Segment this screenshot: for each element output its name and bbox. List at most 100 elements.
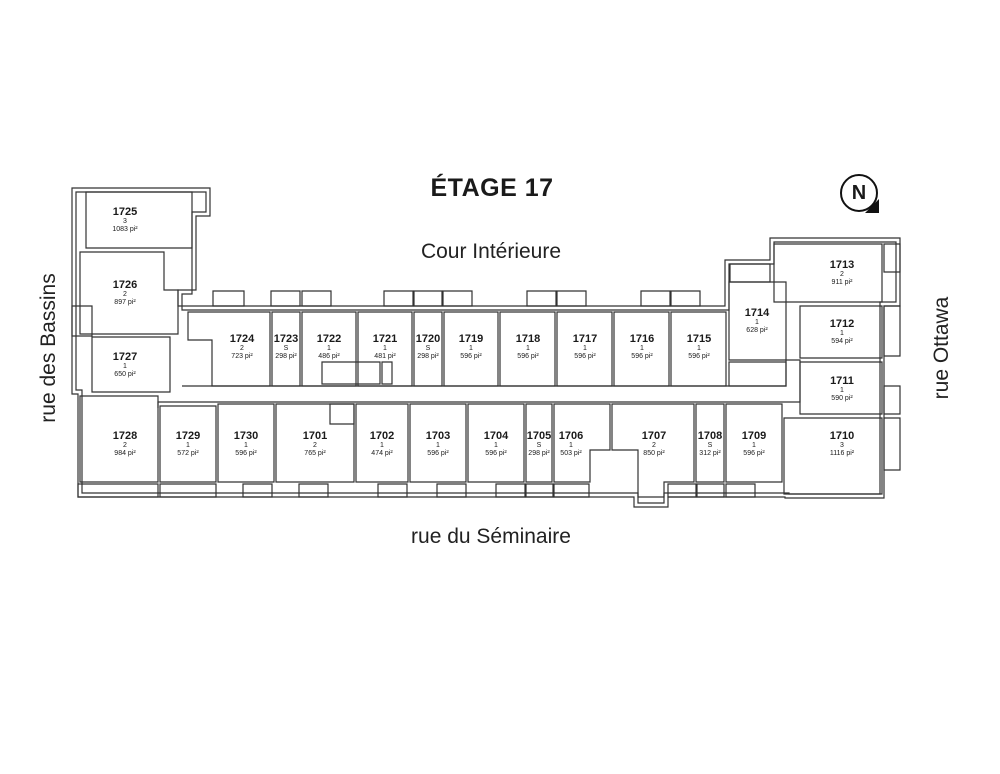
unit-number: 1723 — [273, 333, 299, 345]
unit-bedrooms: 1 — [755, 319, 759, 326]
unit-area: 596 pi² — [235, 450, 257, 457]
unit-number: 1713 — [829, 259, 855, 271]
unit-number: 1729 — [175, 430, 201, 442]
unit-bedrooms: 1 — [697, 345, 701, 352]
unit-wall-1710 — [783, 417, 883, 495]
unit-number: 1709 — [741, 430, 767, 442]
street-bottom: rue du Séminaire — [411, 525, 571, 548]
unit-bedrooms: 1 — [840, 387, 844, 394]
unit-1711[interactable]: 1711 1 590 pi² — [812, 375, 872, 403]
unit-area: 503 pi² — [560, 450, 582, 457]
unit-number: 1701 — [302, 430, 328, 442]
unit-number: 1712 — [829, 318, 855, 330]
unit-1719[interactable]: 1719 1 596 pi² — [441, 333, 501, 361]
unit-1712[interactable]: 1712 1 594 pi² — [812, 318, 872, 346]
unit-bedrooms: 2 — [313, 442, 317, 449]
unit-bedrooms: 1 — [469, 345, 473, 352]
unit-area: 911 pi² — [831, 279, 853, 286]
shaft-2 — [381, 361, 393, 385]
unit-area: 650 pi² — [114, 371, 136, 378]
unit-number: 1720 — [415, 333, 441, 345]
unit-area: 596 pi² — [688, 353, 710, 360]
unit-number: 1721 — [372, 333, 398, 345]
north-circle-icon — [840, 174, 878, 212]
unit-area: 596 pi² — [517, 353, 539, 360]
unit-area: 298 pi² — [528, 450, 550, 457]
unit-1725[interactable]: 1725 3 1083 pi² — [95, 206, 155, 234]
left-bay — [71, 305, 93, 337]
unit-bedrooms: S — [425, 345, 431, 352]
unit-1702[interactable]: 1702 1 474 pi² — [352, 430, 412, 458]
unit-1721[interactable]: 1721 1 481 pi² — [355, 333, 415, 361]
unit-1723[interactable]: 1723 S 298 pi² — [266, 333, 306, 361]
unit-number: 1707 — [641, 430, 667, 442]
unit-1715[interactable]: 1715 1 596 pi² — [669, 333, 729, 361]
unit-area: 596 pi² — [485, 450, 507, 457]
unit-area: 897 pi² — [114, 299, 136, 306]
unit-bedrooms: 1 — [494, 442, 498, 449]
unit-1728[interactable]: 1728 2 984 pi² — [95, 430, 155, 458]
unit-number: 1716 — [629, 333, 655, 345]
unit-1710[interactable]: 1710 3 1116 pi² — [812, 430, 872, 458]
unit-1709[interactable]: 1709 1 596 pi² — [724, 430, 784, 458]
unit-wall-1728 — [79, 395, 159, 483]
notch — [329, 403, 355, 425]
unit-bedrooms: S — [536, 442, 542, 449]
unit-1722[interactable]: 1722 1 486 pi² — [299, 333, 359, 361]
unit-1727[interactable]: 1727 1 650 pi² — [95, 351, 155, 379]
unit-number: 1726 — [112, 279, 138, 291]
unit-1701[interactable]: 1701 2 765 pi² — [285, 430, 345, 458]
unit-area: 984 pi² — [114, 450, 136, 457]
corridor-wall — [157, 359, 801, 408]
unit-area: 1116 pi² — [829, 450, 855, 457]
unit-number: 1717 — [572, 333, 598, 345]
unit-wall-1725 — [85, 191, 193, 249]
unit-area: 596 pi² — [631, 353, 653, 360]
unit-bedrooms: 2 — [123, 442, 127, 449]
unit-bedrooms: 1 — [244, 442, 248, 449]
unit-1705[interactable]: 1705 S 298 pi² — [519, 430, 559, 458]
unit-number: 1730 — [233, 430, 259, 442]
unit-number: 1705 — [526, 430, 552, 442]
unit-number: 1704 — [483, 430, 509, 442]
unit-number: 1719 — [458, 333, 484, 345]
unit-1730[interactable]: 1730 1 596 pi² — [216, 430, 276, 458]
unit-1720[interactable]: 1720 S 298 pi² — [408, 333, 448, 361]
unit-number: 1728 — [112, 430, 138, 442]
unit-number: 1722 — [316, 333, 342, 345]
unit-1713[interactable]: 1713 2 911 pi² — [812, 259, 872, 287]
unit-number: 1715 — [686, 333, 712, 345]
unit-area: 596 pi² — [460, 353, 482, 360]
north-label: N — [851, 182, 867, 204]
unit-1708[interactable]: 1708 S 312 pi² — [690, 430, 730, 458]
unit-area: 312 pi² — [699, 450, 721, 457]
unit-area: 596 pi² — [427, 450, 449, 457]
unit-area: 596 pi² — [574, 353, 596, 360]
unit-number: 1727 — [112, 351, 138, 363]
unit-1703[interactable]: 1703 1 596 pi² — [408, 430, 468, 458]
unit-1726[interactable]: 1726 2 897 pi² — [95, 279, 155, 307]
unit-1716[interactable]: 1716 1 596 pi² — [612, 333, 672, 361]
unit-bedrooms: 2 — [240, 345, 244, 352]
unit-number: 1725 — [112, 206, 138, 218]
unit-bedrooms: 1 — [123, 363, 127, 370]
unit-1718[interactable]: 1718 1 596 pi² — [498, 333, 558, 361]
unit-bedrooms: 1 — [380, 442, 384, 449]
unit-area: 298 pi² — [417, 353, 439, 360]
unit-1707[interactable]: 1707 2 850 pi² — [624, 430, 684, 458]
unit-1724[interactable]: 1724 2 723 pi² — [212, 333, 272, 361]
unit-bedrooms: 1 — [840, 330, 844, 337]
unit-number: 1714 — [744, 307, 770, 319]
unit-1729[interactable]: 1729 1 572 pi² — [158, 430, 218, 458]
unit-area: 590 pi² — [831, 395, 853, 402]
unit-1717[interactable]: 1717 1 596 pi² — [555, 333, 615, 361]
unit-bedrooms: 1 — [752, 442, 756, 449]
unit-area: 596 pi² — [743, 450, 765, 457]
unit-1706[interactable]: 1706 1 503 pi² — [543, 430, 599, 458]
unit-bedrooms: 1 — [583, 345, 587, 352]
unit-1704[interactable]: 1704 1 596 pi² — [466, 430, 526, 458]
unit-1714[interactable]: 1714 1 628 pi² — [727, 307, 787, 335]
unit-area: 723 pi² — [231, 353, 253, 360]
unit-bedrooms: S — [707, 442, 713, 449]
unit-wall-1706 — [553, 403, 611, 483]
